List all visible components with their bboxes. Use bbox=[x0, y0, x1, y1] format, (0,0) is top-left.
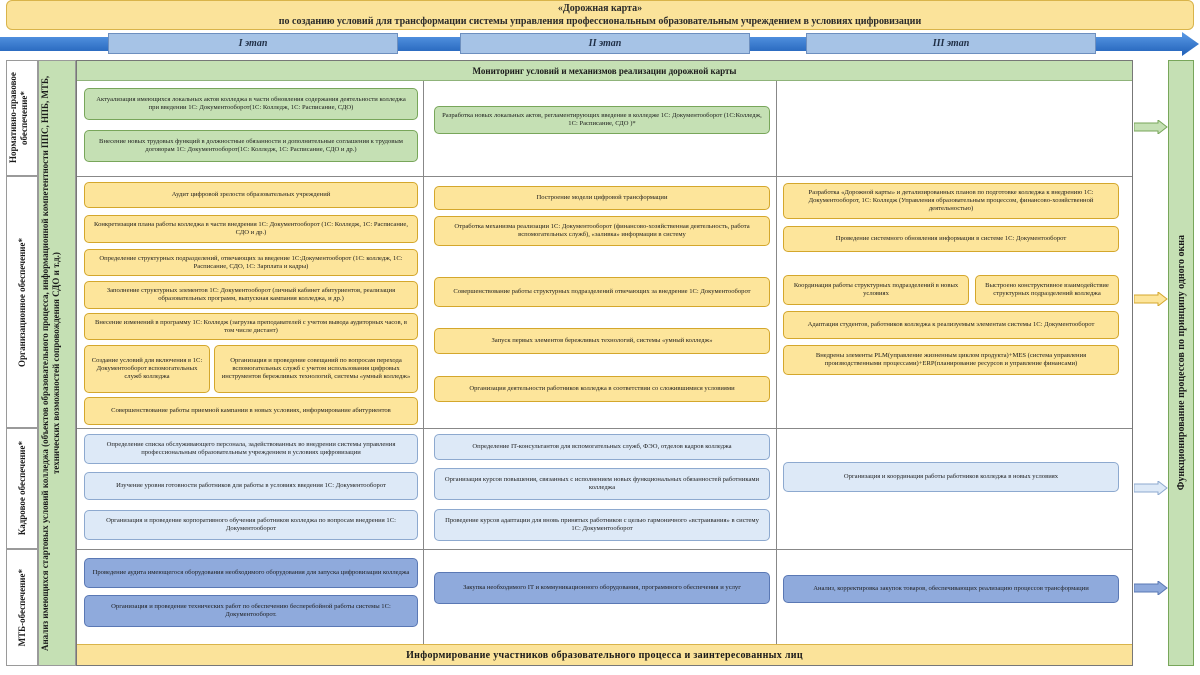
analysis-label-text: Анализ имеющихся стартовых условий колле… bbox=[40, 75, 61, 651]
org-s2-item-4: Запуск первых элементов бережливых техно… bbox=[434, 328, 770, 354]
col-divider-2 bbox=[776, 81, 777, 644]
org-s3-item-1: Разработка «Дорожной карты» и детализиро… bbox=[783, 183, 1119, 219]
col-divider-1 bbox=[423, 81, 424, 644]
information-bar: Информирование участников образовательно… bbox=[77, 644, 1132, 665]
mtb-s1-item-2: Организация и проведение технических раб… bbox=[84, 595, 418, 627]
org-s3-item-3: Координация работы структурных подраздел… bbox=[783, 275, 969, 305]
org-s2-item-3: Совершенствование работы структурных под… bbox=[434, 277, 770, 307]
row-label-organizational: Организационное обеспечение* bbox=[6, 176, 38, 428]
monitoring-header: Мониторинг условий и механизмов реализац… bbox=[77, 61, 1132, 81]
staff-arrow-icon bbox=[1134, 481, 1168, 495]
mtb-s2-item-1: Закупка необходимого IT и коммуникационн… bbox=[434, 572, 770, 604]
stage-2-label: II этап bbox=[460, 33, 750, 54]
title-line-1: «Дорожная карта» bbox=[557, 3, 643, 14]
row-label-mtb: МТБ-обеспечение* bbox=[6, 549, 38, 666]
roadmap-title: «Дорожная карта» по созданию условий для… bbox=[6, 0, 1194, 30]
row-label-normative: Нормативно-правовое обеспечение* bbox=[6, 60, 38, 176]
stage-1-label: I этап bbox=[108, 33, 398, 54]
org-s1-item-2: Конкретизация плана работы колледжа в ча… bbox=[84, 215, 418, 243]
one-window-label-text: Функционирование процессов по принципу о… bbox=[1175, 235, 1187, 491]
stage-3-label: III этап bbox=[806, 33, 1096, 54]
org-s2-item-1: Построение модели цифровой трансформации bbox=[434, 186, 770, 210]
org-s1-item-5: Внесение изменений в программу 1С: Колле… bbox=[84, 313, 418, 340]
org-s2-item-5: Организация деятельности работников колл… bbox=[434, 376, 770, 402]
one-window-label: Функционирование процессов по принципу о… bbox=[1168, 60, 1194, 666]
org-s1-item-4: Заполнение структурных элементов 1С: Док… bbox=[84, 281, 418, 309]
row-label-staff: Кадровое обеспечение* bbox=[6, 428, 38, 549]
org-s3-item-6: Внедрены элементы PLM(управление жизненн… bbox=[783, 345, 1119, 375]
org-s3-item-2: Проведение системного обновления информа… bbox=[783, 226, 1119, 252]
normative-arrow-icon bbox=[1134, 120, 1168, 134]
row-divider-1 bbox=[77, 176, 1132, 177]
roadmap-grid bbox=[76, 60, 1133, 666]
staff-s2-item-1: Определение IT-консультантов для вспомог… bbox=[434, 434, 770, 460]
analysis-label: Анализ имеющихся стартовых условий колле… bbox=[38, 60, 76, 666]
staff-s3-item-1: Организация и координация работы работни… bbox=[783, 462, 1119, 492]
row-divider-3 bbox=[77, 549, 1132, 550]
org-s1-item-1: Аудит цифровой зрелости образовательных … bbox=[84, 182, 418, 208]
staff-s1-item-3: Организация и проведение корпоративного … bbox=[84, 510, 418, 540]
staff-s2-item-2: Организация курсов повышения, связанных … bbox=[434, 468, 770, 500]
normative-s2-item-1: Разработка новых локальных актов, реглам… bbox=[434, 106, 770, 134]
org-s1-item-3: Определение структурных подразделений, о… bbox=[84, 249, 418, 276]
organizational-arrow-icon bbox=[1134, 292, 1168, 306]
title-line-2: по созданию условий для трансформации си… bbox=[278, 16, 922, 27]
normative-s1-item-1: Актуализация имеющихся локальных актов к… bbox=[84, 88, 418, 120]
mtb-s3-item-1: Анализ, корректировка закупок товаров, о… bbox=[783, 575, 1119, 603]
mtb-arrow-icon bbox=[1134, 581, 1168, 595]
staff-s2-item-3: Проведение курсов адаптации для вновь пр… bbox=[434, 509, 770, 541]
org-s1-item-6: Создание условий для включения в 1С: Док… bbox=[84, 345, 210, 393]
org-s1-item-7: Организация и проведение совещаний по во… bbox=[214, 345, 418, 393]
row-divider-2 bbox=[77, 428, 1132, 429]
org-s1-item-8: Совершенствование работы приемной кампан… bbox=[84, 397, 418, 425]
staff-s1-item-2: Изучение уровня готовности работников дл… bbox=[84, 472, 418, 500]
org-s3-item-5: Адаптация студентов, работников колледжа… bbox=[783, 311, 1119, 339]
staff-s1-item-1: Определение списка обслуживающего персон… bbox=[84, 434, 418, 464]
normative-s1-item-2: Внесение новых трудовых функций в должно… bbox=[84, 130, 418, 162]
mtb-s1-item-1: Проведение аудита имеющегося оборудовани… bbox=[84, 558, 418, 588]
org-s2-item-2: Отработка механизма реализации 1С: Докум… bbox=[434, 216, 770, 246]
org-s3-item-4: Выстроено конструктивное взаимодействие … bbox=[975, 275, 1119, 305]
